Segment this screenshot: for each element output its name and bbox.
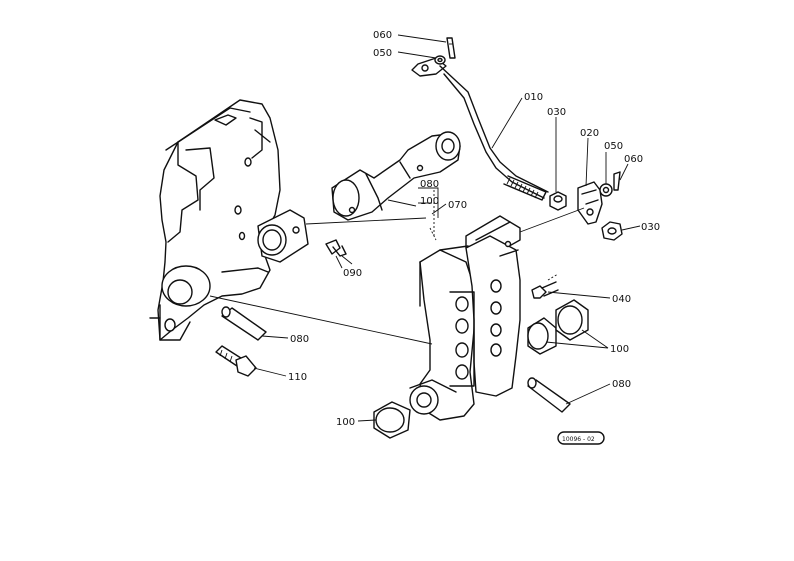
bushing-100-left <box>373 401 411 439</box>
washer-050-top <box>434 55 446 65</box>
label-040: 040 <box>612 294 631 305</box>
part-labels: 060 050 010 030 020 050 060 030 080 100 … <box>288 30 660 428</box>
label-060-top: 060 <box>373 30 392 41</box>
washer-050-right <box>599 183 613 197</box>
label-010: 010 <box>524 92 543 103</box>
pin-080-bottom <box>527 377 571 413</box>
label-090: 090 <box>343 268 362 279</box>
nut-030-upper <box>549 191 567 211</box>
pin-080-left <box>221 306 267 341</box>
label-080-bottom: 080 <box>612 379 631 390</box>
pin-060-top <box>446 37 456 59</box>
label-030-right: 030 <box>641 222 660 233</box>
label-100-left: 100 <box>336 417 355 428</box>
upper-boss <box>257 209 309 263</box>
bushing-100-right-a <box>527 317 557 355</box>
label-060-right: 060 <box>624 154 643 165</box>
grease-nipple-090 <box>325 239 347 269</box>
label-080-left: 080 <box>290 334 309 345</box>
upper-shaft <box>331 131 461 221</box>
label-100-right: 100 <box>610 344 629 355</box>
label-100-mid: 100 <box>420 196 439 207</box>
bolt-040 <box>531 281 559 299</box>
label-110: 110 <box>288 372 307 383</box>
left-bracket-plate <box>149 99 281 341</box>
label-080-mid: 080 <box>420 179 439 190</box>
label-030-top: 030 <box>547 107 566 118</box>
label-050-right: 050 <box>604 141 623 152</box>
label-050-top: 050 <box>373 48 392 59</box>
leader-lines <box>253 34 641 422</box>
clevis-020 <box>577 181 603 225</box>
bolt-110 <box>215 345 257 377</box>
pin-060-right <box>613 171 621 191</box>
nut-030-right <box>601 221 623 241</box>
bushing-100-right-b <box>555 299 589 341</box>
label-020: 020 <box>580 128 599 139</box>
label-070: 070 <box>448 200 467 211</box>
assembly-lines <box>209 190 585 345</box>
lift-bracket-frame <box>409 215 521 421</box>
reference-badge: 10096 - 02 <box>557 431 605 445</box>
reference-code: 10096 - 02 <box>562 436 595 443</box>
control-rod-010 <box>411 57 549 201</box>
